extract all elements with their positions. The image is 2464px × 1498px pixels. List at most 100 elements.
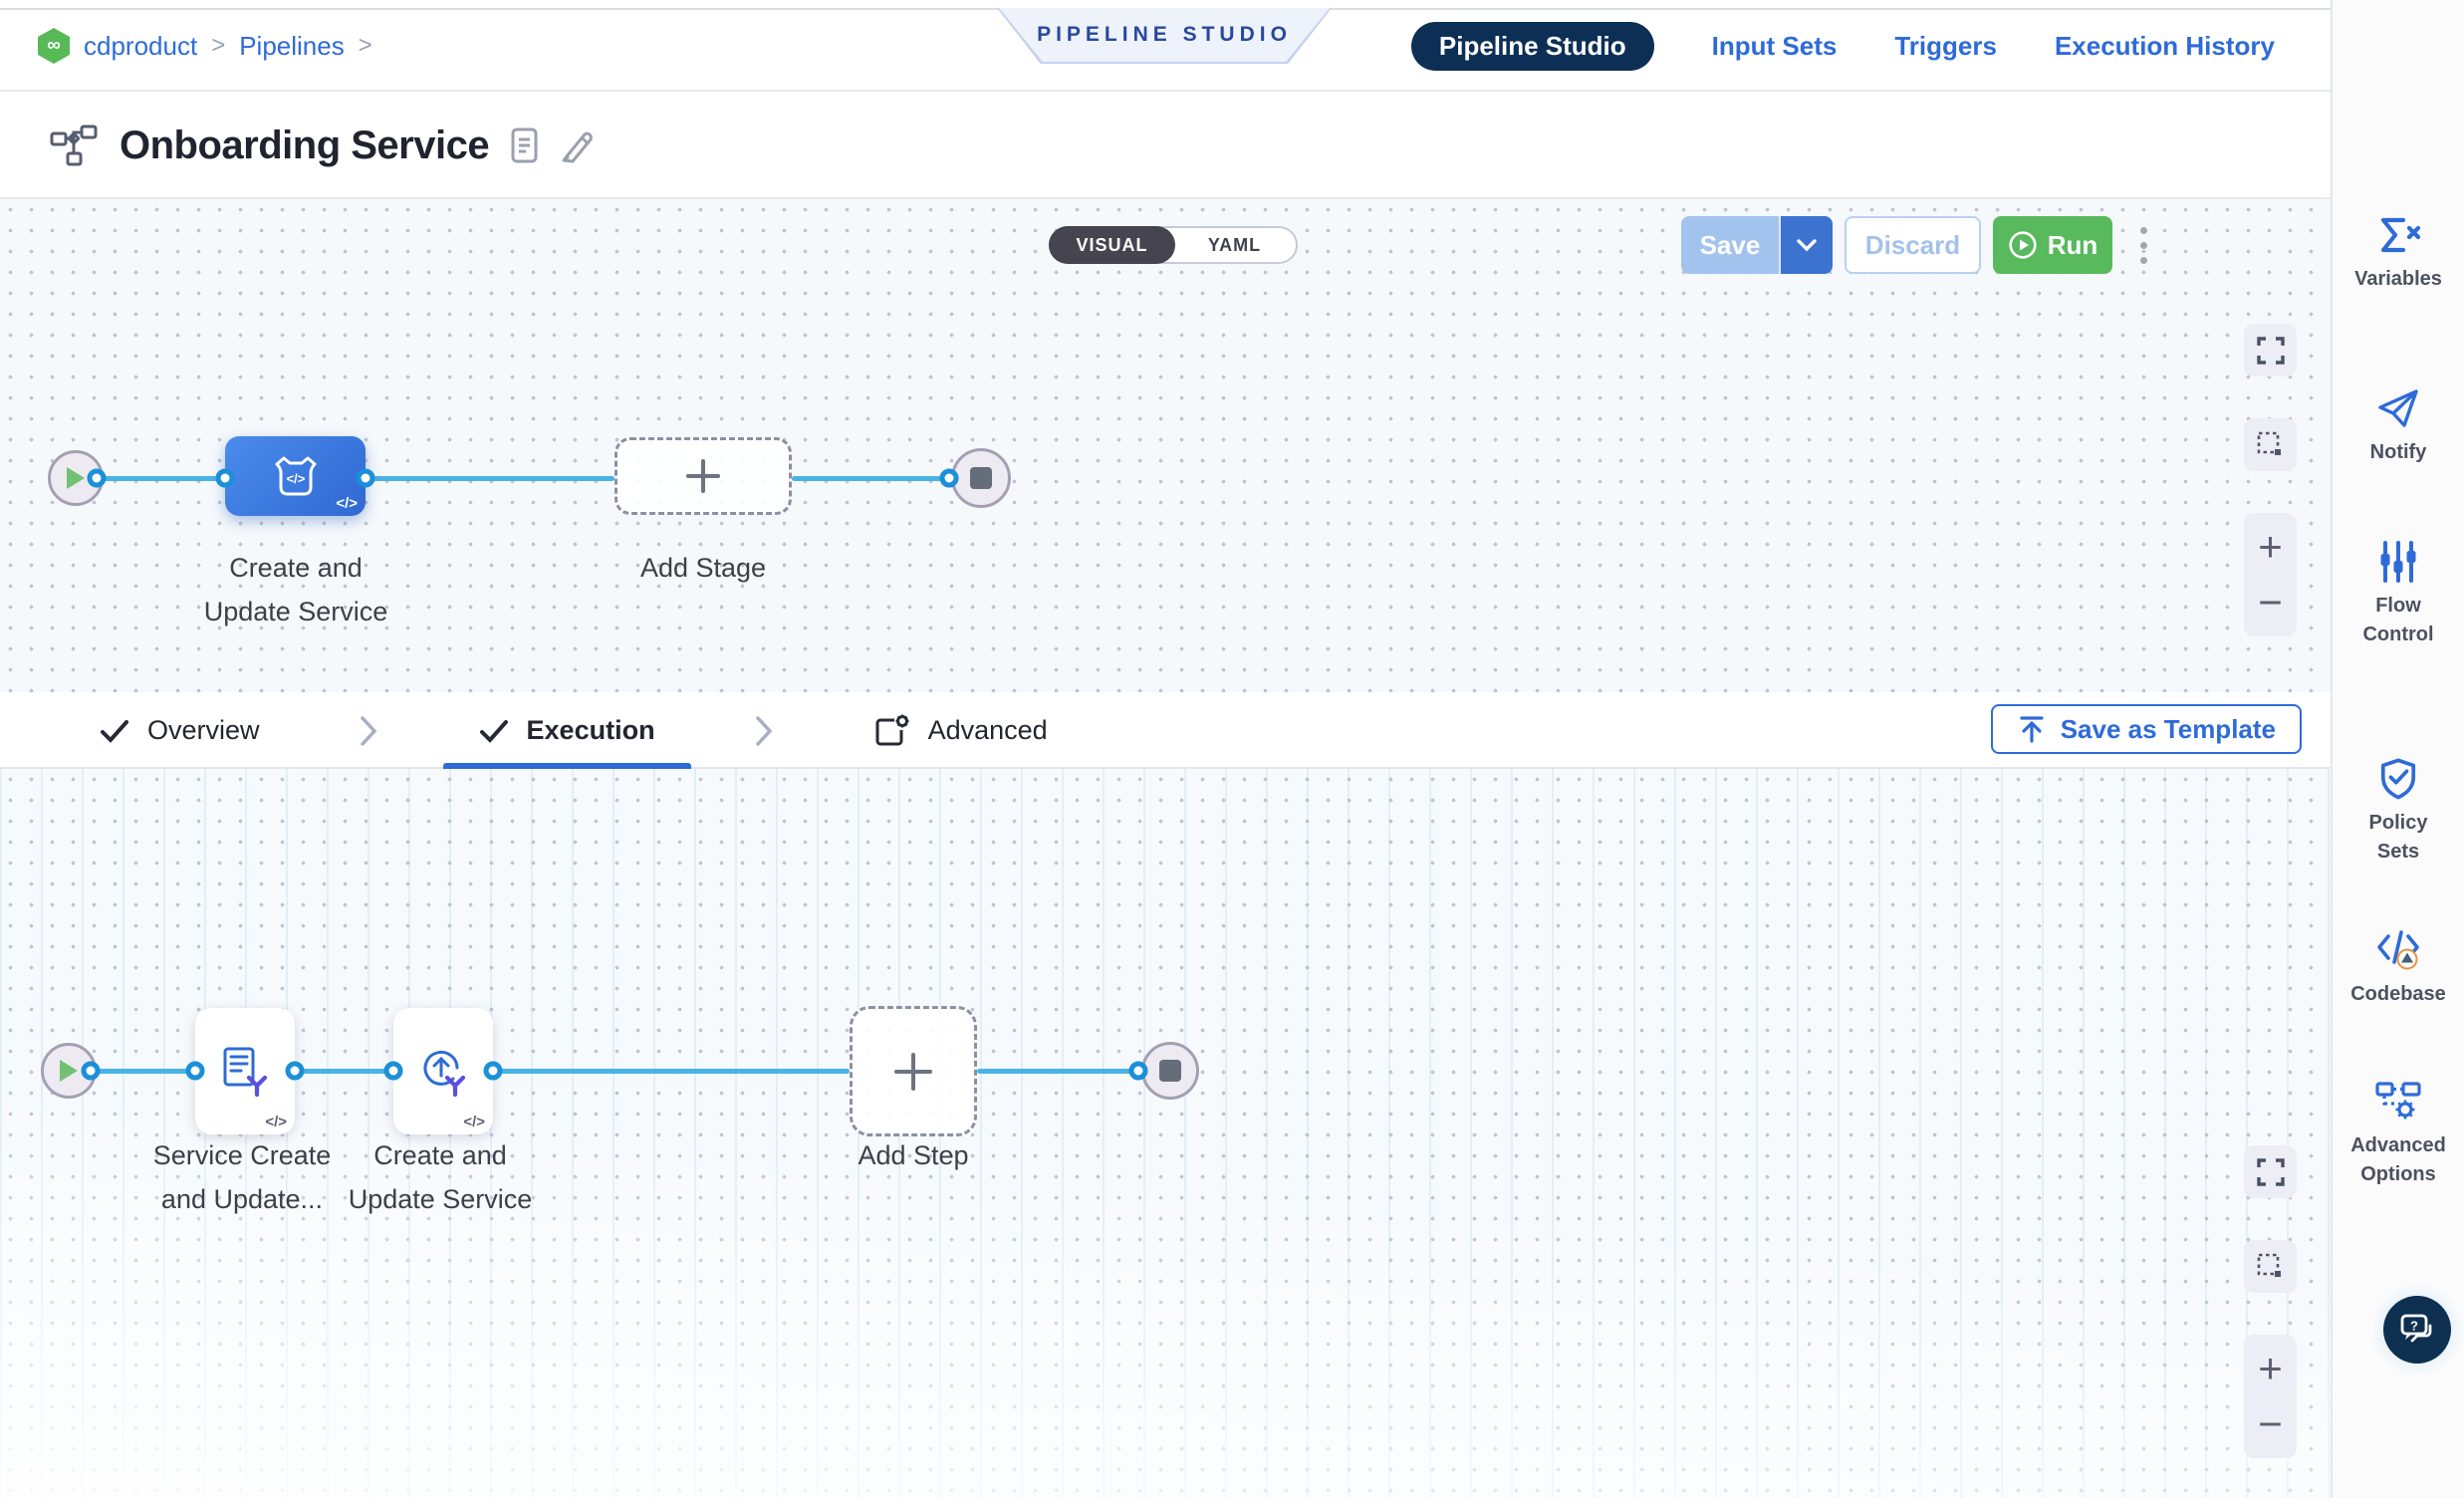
save-button[interactable]: Save (1681, 216, 1779, 274)
svg-text:?: ? (2410, 1319, 2418, 1334)
tab-triggers[interactable]: Triggers (1894, 30, 1997, 61)
stage-node-create-and-update-service[interactable]: </> </> (225, 436, 366, 516)
sidebar-item-flow-control[interactable]: Flow Control (2333, 538, 2464, 649)
description-icon[interactable] (511, 127, 538, 163)
fit-to-screen-button[interactable] (2244, 1145, 2297, 1198)
service-script-step-icon (223, 1047, 268, 1097)
marquee-select-icon (2257, 431, 2281, 455)
connector-dot (185, 1061, 205, 1081)
stop-icon (970, 467, 992, 489)
sidebar-item-policy-sets[interactable]: Policy Sets (2333, 755, 2464, 867)
breadcrumb: ∞ cdproduct > Pipelines > (38, 0, 372, 92)
notify-send-icon (2333, 384, 2464, 430)
tab-overview[interactable]: Overview (64, 692, 296, 769)
breadcrumb-separator: > (358, 32, 372, 59)
connector-dot (356, 468, 375, 488)
stage-name-label: Create and Update Service (203, 553, 388, 626)
step-name-label: Create and Update Service (348, 1140, 533, 1214)
discard-button[interactable]: Discard (1845, 216, 1981, 274)
connector-line (493, 1069, 850, 1074)
stage-config-tabbar: Overview Execution Advanced (0, 692, 2331, 769)
connector-dot (483, 1061, 503, 1081)
zoom-out-button[interactable]: − (2258, 1399, 2283, 1447)
add-stage-button[interactable] (615, 437, 792, 515)
connector-line (792, 476, 951, 481)
add-step-button[interactable] (850, 1006, 977, 1136)
step-node-service-create-and-update[interactable]: </> (195, 1008, 295, 1134)
zoom-in-button[interactable]: + (2258, 1345, 2283, 1392)
top-header: ∞ cdproduct > Pipelines > PIPELINE STUDI… (0, 0, 2331, 92)
breadcrumb-project-link[interactable]: cdproduct (84, 30, 198, 61)
sidebar-item-codebase[interactable]: Codebase (2333, 926, 2464, 1009)
step-name-label: Service Create and Update... (152, 1140, 332, 1214)
connector-dot (87, 468, 107, 488)
fullscreen-icon (2256, 1157, 2285, 1186)
policy-shield-icon (2333, 755, 2464, 801)
upload-icon (2020, 716, 2044, 743)
sidebar-item-notify[interactable]: Notify (2333, 384, 2464, 467)
execution-canvas[interactable]: </> </> Service Create and Update... Cre… (0, 769, 2331, 1498)
connector-line (96, 476, 225, 481)
help-chat-button[interactable]: ? (2369, 1282, 2464, 1377)
multi-select-button[interactable] (2244, 418, 2297, 471)
chevron-right-icon (360, 715, 379, 747)
flow-control-sliders-icon (2333, 538, 2464, 584)
tab-pipeline-studio[interactable]: Pipeline Studio (1410, 21, 1654, 71)
edit-pencil-icon[interactable] (560, 127, 596, 163)
step-node-create-and-update-service[interactable]: </> (393, 1008, 493, 1134)
play-icon (67, 467, 85, 489)
run-button[interactable]: Run (1993, 216, 2112, 274)
plus-icon (894, 1053, 932, 1091)
connector-dot (81, 1061, 101, 1081)
fullscreen-icon (2256, 336, 2285, 365)
play-icon (60, 1060, 78, 1082)
toggle-visual[interactable]: VISUAL (1049, 226, 1175, 264)
code-badge: </> (336, 495, 358, 512)
tab-execution-history[interactable]: Execution History (2054, 30, 2275, 61)
stage-canvas[interactable]: </> </> Create and Update Service Add St… (0, 199, 2331, 692)
stop-icon (1159, 1060, 1181, 1082)
tab-execution[interactable]: Execution (442, 692, 691, 769)
help-chat-icon: ? (2400, 1314, 2432, 1343)
zoom-controls: + − (2244, 513, 2297, 636)
marquee-select-icon (2257, 1253, 2281, 1277)
custom-stage-icon: </> (275, 456, 316, 496)
play-circle-icon (2009, 231, 2037, 259)
connector-dot (1128, 1061, 1148, 1081)
execution-end-node[interactable] (1141, 1042, 1199, 1100)
pipeline-title: Onboarding Service (120, 123, 490, 167)
sidebar-item-variables[interactable]: Variables (2333, 211, 2464, 294)
save-dropdown-button[interactable] (1779, 216, 1833, 274)
breadcrumb-pipelines-link[interactable]: Pipelines (239, 30, 345, 61)
connector-dot (215, 468, 235, 488)
pipeline-header: Onboarding Service VISUAL YAML Save Disc… (0, 92, 2331, 274)
svg-text:</>: </> (286, 471, 305, 486)
save-as-template-button[interactable]: Save as Template (1990, 704, 2302, 754)
connector-dot (939, 468, 959, 488)
variables-icon (2333, 211, 2464, 257)
right-toolbar: Variables Notify (2331, 0, 2464, 1498)
zoom-controls: + − (2244, 1335, 2297, 1458)
connector-line (366, 476, 615, 481)
tab-advanced[interactable]: Advanced (839, 692, 1084, 769)
tab-input-sets[interactable]: Input Sets (1711, 30, 1838, 61)
toggle-yaml[interactable]: YAML (1207, 234, 1262, 255)
banner-label: PIPELINE STUDIO (1037, 23, 1292, 46)
zoom-out-button[interactable]: − (2258, 578, 2283, 625)
rollback-upload-step-icon (423, 1050, 466, 1097)
connector-dot (285, 1061, 305, 1081)
harness-logo-icon: ∞ (38, 28, 70, 64)
fit-to-screen-button[interactable] (2244, 324, 2297, 376)
more-options-menu[interactable] (2128, 216, 2158, 274)
zoom-in-button[interactable]: + (2258, 523, 2283, 571)
pipeline-studio-banner: PIPELINE STUDIO (997, 8, 1332, 64)
advanced-options-icon (2333, 1078, 2464, 1124)
sidebar-item-advanced-options[interactable]: Advanced Options (2333, 1078, 2464, 1189)
advanced-settings-icon (875, 714, 909, 745)
check-icon (479, 719, 508, 743)
connector-line (90, 1069, 195, 1074)
check-icon (101, 719, 128, 743)
multi-select-button[interactable] (2244, 1240, 2297, 1293)
pipeline-end-node[interactable] (951, 448, 1011, 508)
